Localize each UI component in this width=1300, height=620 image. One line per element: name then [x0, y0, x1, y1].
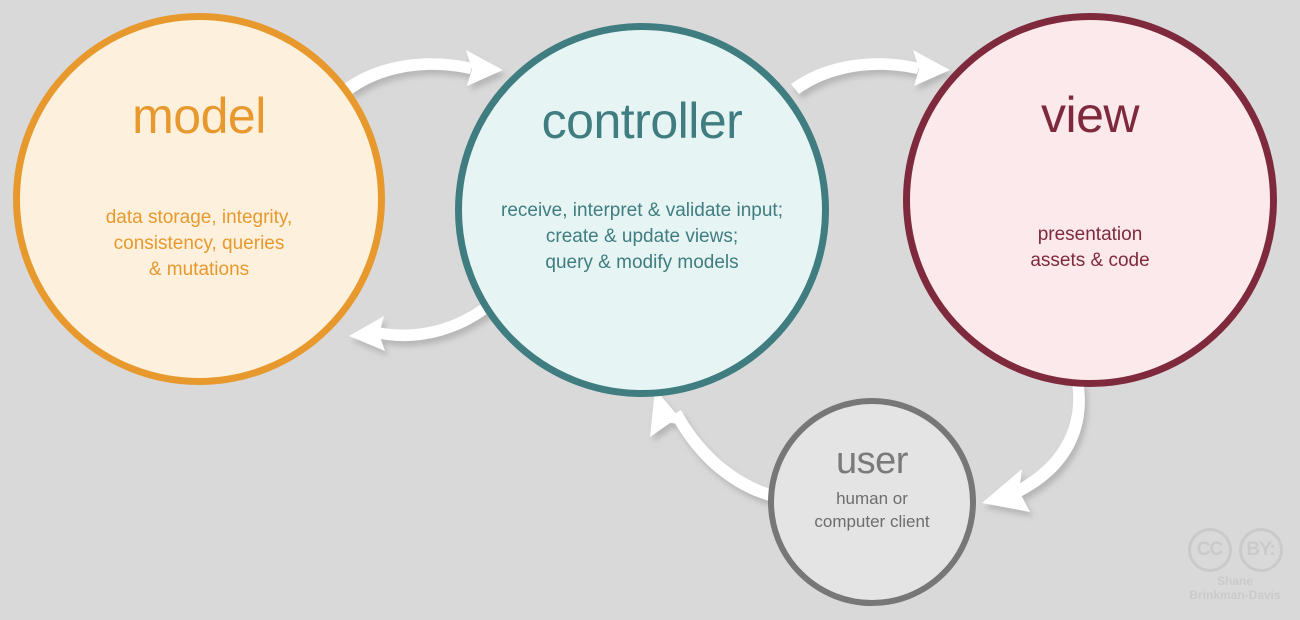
node-user-description: human or computer client	[814, 489, 930, 532]
node-user[interactable]: user human or computer client	[768, 398, 976, 606]
node-model[interactable]: model data storage, integrity, consisten…	[13, 13, 385, 385]
node-view[interactable]: view presentation assets & code	[903, 13, 1277, 387]
node-model-description: data storage, integrity, consistency, qu…	[105, 207, 293, 281]
node-model-title: model	[132, 88, 266, 144]
author-credit: Shane Brinkman-Davis	[1189, 574, 1281, 602]
node-user-title: user	[836, 440, 908, 482]
cc-icon: CC	[1187, 528, 1232, 572]
node-controller-title: controller	[541, 93, 743, 149]
node-view-title: view	[1040, 87, 1140, 143]
arrow-view-to-user	[982, 380, 1085, 512]
node-controller-description: receive, interpret & validate input; cre…	[501, 200, 783, 274]
arrow-user-to-controller	[650, 389, 777, 502]
arrow-model-to-controller	[344, 50, 503, 94]
node-view-description: presentation assets & code	[1030, 224, 1150, 272]
arrow-controller-to-model	[349, 301, 492, 351]
arrow-controller-to-view	[791, 50, 950, 94]
cc-by-icon: BY:	[1238, 528, 1283, 572]
node-controller[interactable]: controller receive, interpret & validate…	[455, 23, 829, 397]
creative-commons-badge: CC BY: Shane Brinkman-Davis	[1180, 528, 1290, 603]
cc-marks: CC BY:	[1187, 528, 1283, 572]
